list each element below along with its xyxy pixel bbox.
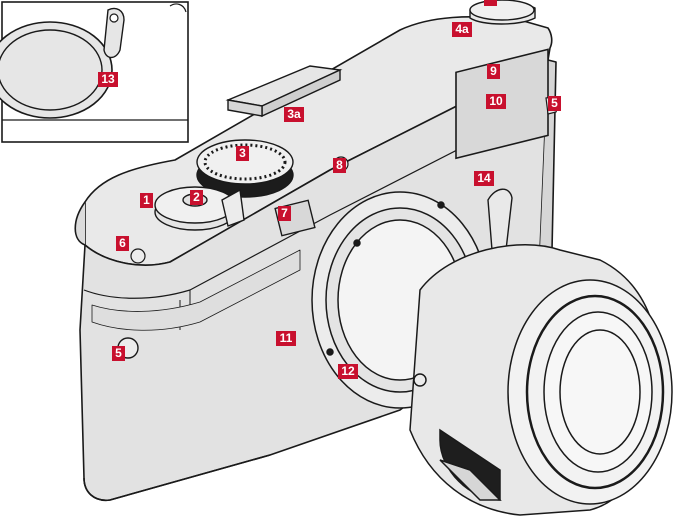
iso-dial	[469, 0, 536, 25]
lens	[409, 244, 673, 516]
detail-inset	[0, 1, 189, 143]
hot-shoe	[225, 65, 343, 118]
callout-1: 1	[140, 193, 153, 208]
callout-5-front: 5	[112, 346, 125, 361]
shutter-speed-dial	[196, 139, 294, 198]
callout-12: 12	[338, 364, 358, 379]
function-button	[130, 248, 146, 264]
callout-7: 7	[278, 206, 291, 221]
callout-11: 11	[276, 331, 296, 346]
callout-2: 2	[190, 190, 203, 205]
callout-14: 14	[474, 171, 494, 186]
callout-9: 9	[487, 64, 500, 79]
callout-3a: 3a	[284, 107, 304, 122]
callout-8: 8	[333, 158, 346, 173]
callout-5-side: 5	[548, 96, 561, 111]
callout-13: 13	[98, 72, 118, 87]
callout-3: 3	[236, 146, 249, 161]
callout-10: 10	[486, 94, 506, 109]
callout-6: 6	[116, 236, 129, 251]
callout-4a: 4a	[452, 22, 472, 37]
callout-4	[484, 0, 497, 6]
